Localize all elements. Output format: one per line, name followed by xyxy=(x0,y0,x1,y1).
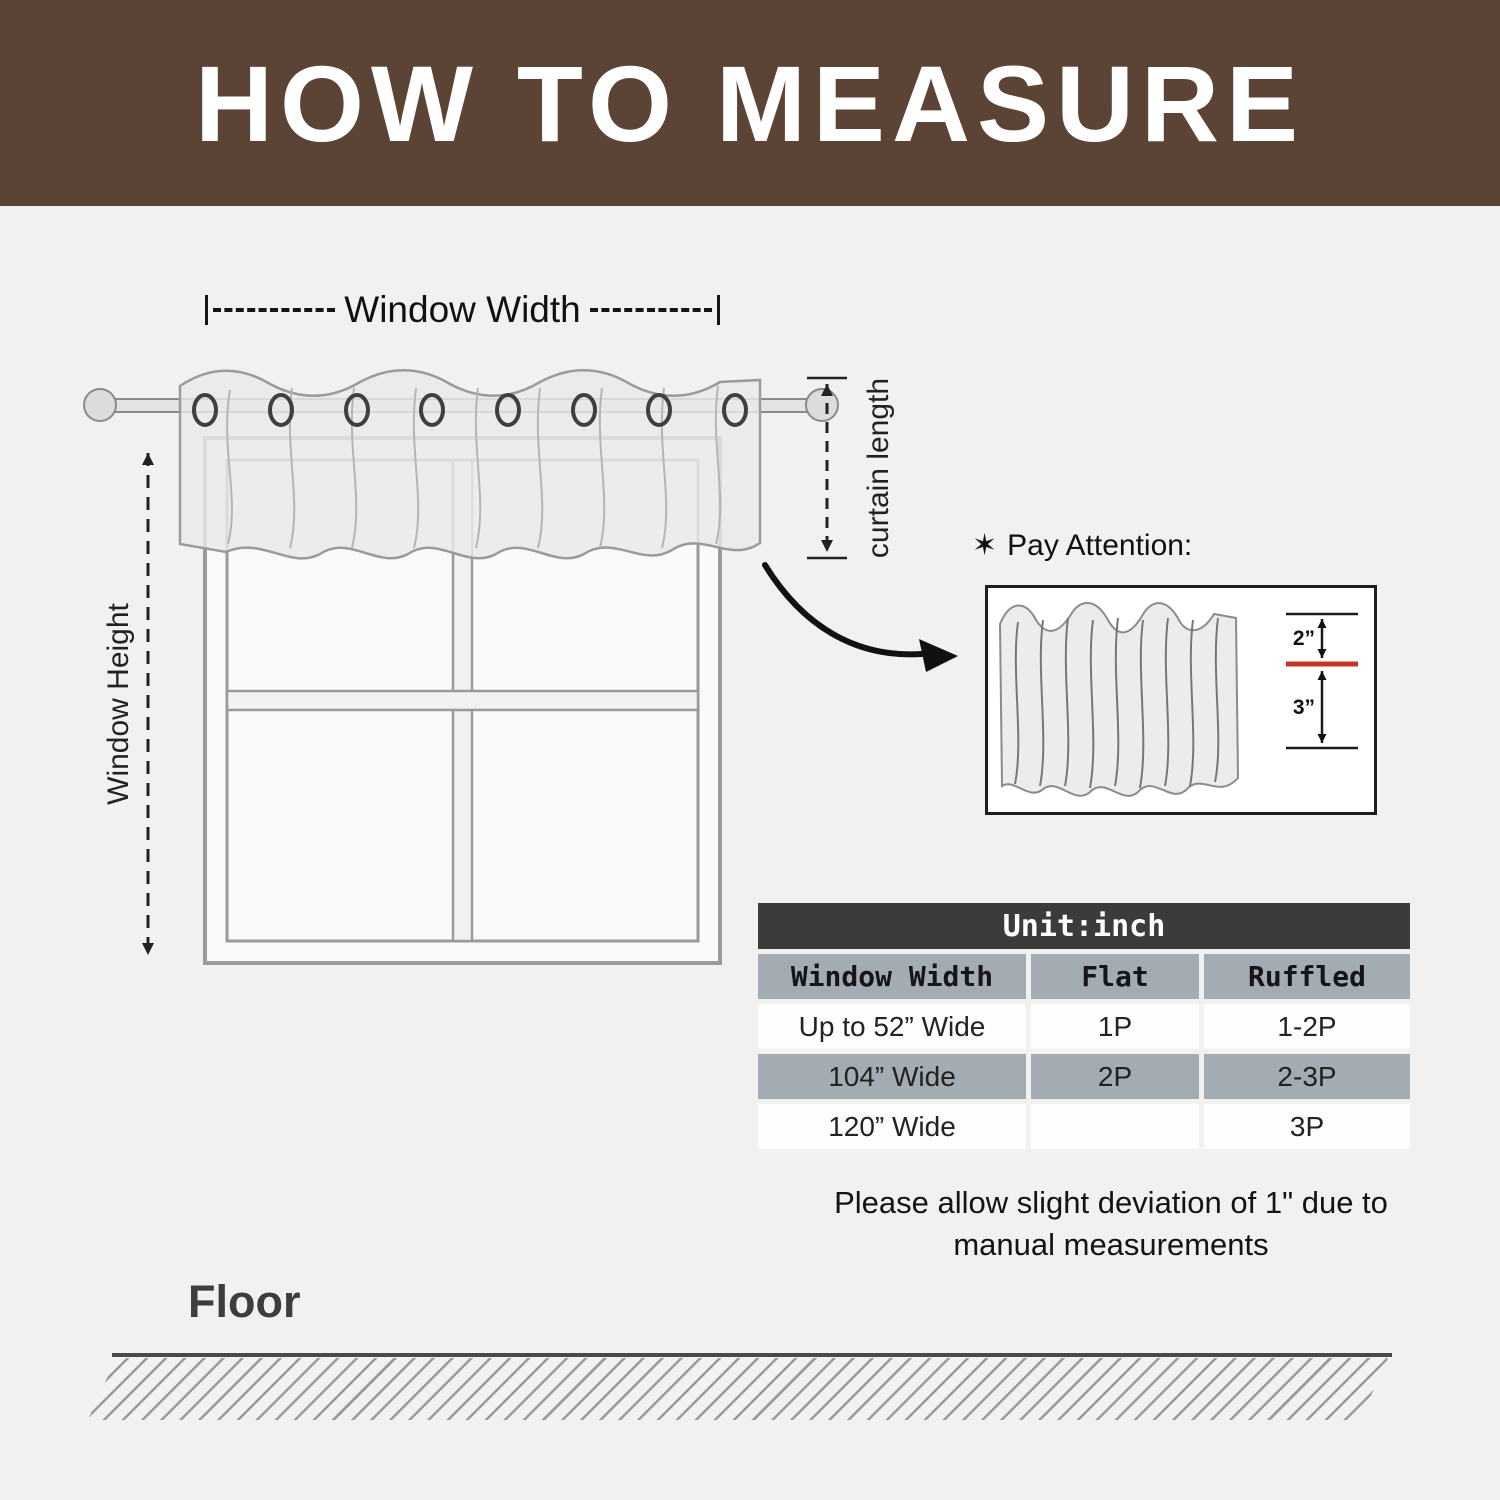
floor-line xyxy=(112,1353,1392,1357)
grommet-rings xyxy=(192,393,748,427)
table-grid: Window Width Flat Ruffled Up to 52” Wide… xyxy=(758,954,1410,1149)
dimension-end-tick xyxy=(205,295,208,325)
column-header-window-width: Window Width xyxy=(758,954,1026,999)
rod-finial-left xyxy=(83,388,117,422)
column-header-ruffled: Ruffled xyxy=(1204,954,1410,999)
window-width-label: Window Width xyxy=(344,289,581,330)
pay-attention-caption: ✶ Pay Attention: xyxy=(972,528,1192,563)
table-cell: 120” Wide xyxy=(758,1104,1026,1149)
curtain-length-dimension: curtain length xyxy=(807,376,895,560)
curtain-length-label: curtain length xyxy=(862,378,895,558)
table-cell: 104” Wide xyxy=(758,1054,1026,1099)
window-mullion-horizontal xyxy=(225,689,700,712)
valance-curtain xyxy=(178,369,762,560)
table-cell: 1P xyxy=(1031,1004,1199,1049)
column-header-flat: Flat xyxy=(1031,954,1199,999)
detail-pointer-arrow xyxy=(762,562,958,672)
ruffle-detail-drawing: 2” 3” xyxy=(998,602,1358,797)
page-title: HOW TO MEASURE xyxy=(194,42,1306,164)
table-cell: 2P xyxy=(1031,1054,1199,1099)
pay-attention-label: Pay Attention: xyxy=(1007,528,1193,562)
bottom-measure-label: 3” xyxy=(1293,696,1315,719)
header-measurements: 2” 3” xyxy=(1286,612,1358,750)
dimension-dashed-line xyxy=(213,308,336,312)
table-cell: Up to 52” Wide xyxy=(758,1004,1026,1049)
rod-finial-right xyxy=(805,388,839,422)
dimension-end-tick xyxy=(717,295,721,325)
table-cell xyxy=(1031,1104,1199,1149)
table-title: Unit:inch xyxy=(758,903,1410,949)
ruffle-fabric xyxy=(998,602,1240,797)
table-cell: 2-3P xyxy=(1204,1054,1410,1099)
header-banner: HOW TO MEASURE xyxy=(0,0,1500,206)
floor-hatch-pattern xyxy=(88,1358,1388,1420)
table-cell: 1-2P xyxy=(1204,1004,1410,1049)
table-cell: 3P xyxy=(1204,1104,1410,1149)
window-width-dimension: Window Width xyxy=(205,288,721,332)
dimension-dashed-line xyxy=(589,308,713,312)
window-height-label: Window Height xyxy=(102,602,135,804)
star-icon: ✶ xyxy=(972,529,998,562)
size-table: Unit:inch Window Width Flat Ruffled Up t… xyxy=(758,903,1410,1149)
deviation-note: Please allow slight deviation of 1" due … xyxy=(834,1185,1388,1262)
floor-label: Floor xyxy=(188,1276,301,1327)
ruffle-fold-lines xyxy=(1014,617,1220,789)
top-measure-label: 2” xyxy=(1293,627,1315,650)
window-height-dimension: Window Height xyxy=(102,453,154,955)
ruffle-detail-box: 2” 3” xyxy=(985,585,1377,815)
window-curtain-diagram: Window Height curtain length xyxy=(83,369,958,965)
